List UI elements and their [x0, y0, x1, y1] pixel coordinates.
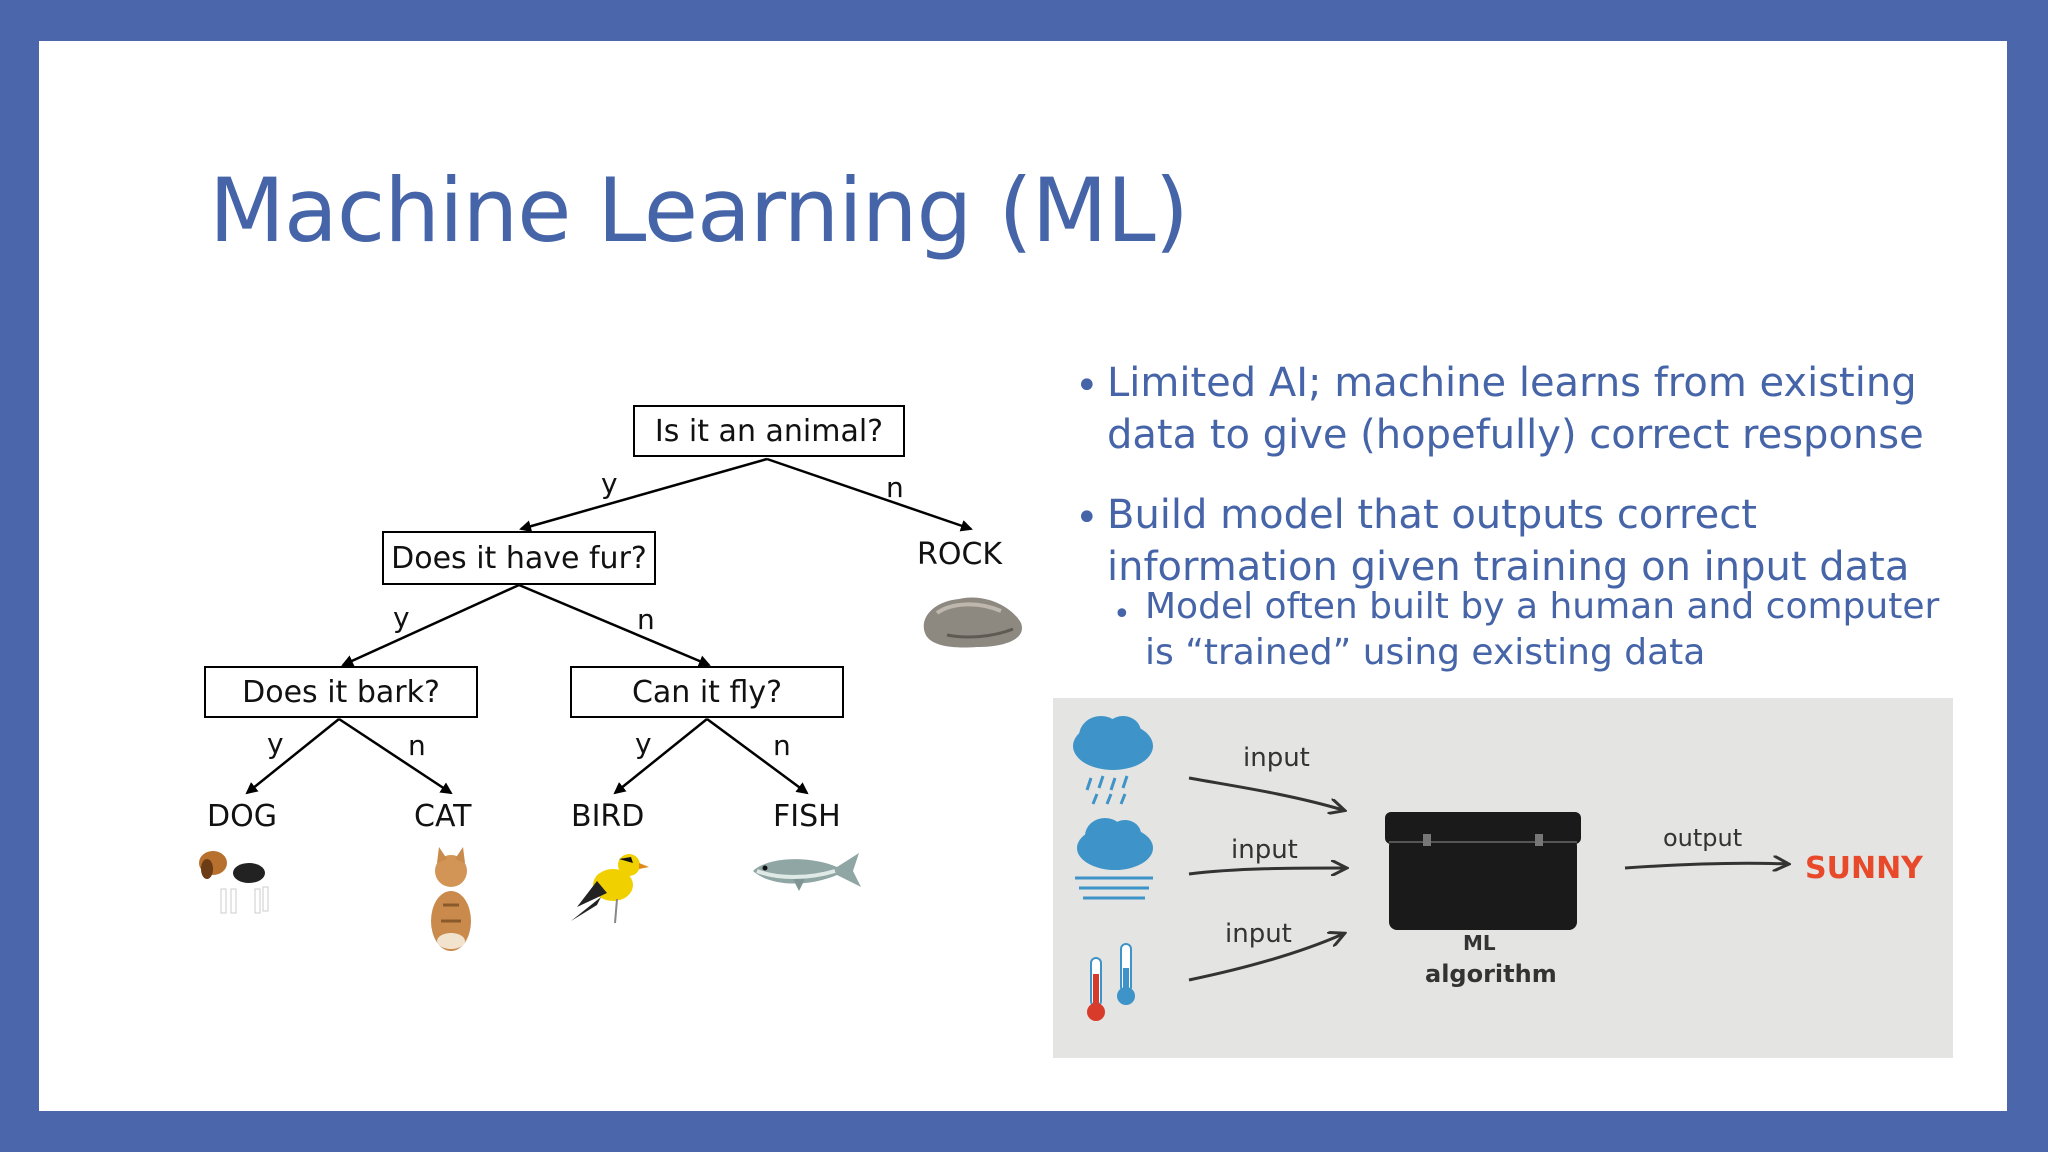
- node-can-it-fly: Can it fly?: [570, 666, 844, 718]
- slide-title: Machine Learning (ML): [209, 159, 1189, 262]
- result-sunny: SUNNY: [1805, 851, 1924, 886]
- black-box-icon: [1385, 812, 1581, 930]
- fish-image: [753, 853, 861, 891]
- bullet-1: Limited AI; machine learns from existing…: [1107, 357, 1924, 461]
- thermometer-icon: [1087, 943, 1135, 1021]
- bullet-2: Build model that outputs correct informa…: [1107, 489, 1909, 593]
- cat-image: [431, 847, 471, 951]
- ml-algorithm-label-ml: ML: [1463, 931, 1496, 955]
- dog-image: [199, 851, 281, 914]
- bird-image: [571, 854, 649, 924]
- edge-label-no: n: [637, 603, 655, 636]
- slide: Machine Learning (ML) Is it an animal? D…: [39, 41, 2007, 1111]
- bullet-2-line-2: information given training on input data: [1107, 544, 1910, 590]
- leaf-rock: ROCK: [917, 537, 1003, 572]
- input-label: input: [1231, 835, 1298, 865]
- bullet-dot: •: [1075, 363, 1099, 409]
- fog-cloud-icon: [1075, 818, 1153, 900]
- ml-illustration-svg: input input input output ML algorithm SU…: [1073, 716, 1924, 1021]
- leaf-dog: DOG: [207, 799, 277, 834]
- sub-bullet: Model often built by a human and compute…: [1145, 584, 1939, 676]
- bullet-2-line-1: Build model that outputs correct: [1107, 492, 1757, 538]
- edge-label-yes: y: [267, 727, 284, 760]
- edge-label-yes: y: [393, 601, 410, 634]
- leaf-fish: FISH: [773, 799, 841, 834]
- node-is-it-an-animal: Is it an animal?: [633, 405, 905, 457]
- edge-label-no: n: [886, 471, 904, 504]
- leaf-cat: CAT: [414, 799, 472, 834]
- ml-algorithm-label: algorithm: [1425, 960, 1557, 988]
- sub-bullet-line-1: Model often built by a human and compute…: [1145, 586, 1940, 627]
- edge-label-yes: y: [635, 727, 652, 760]
- output-label: output: [1663, 824, 1742, 852]
- edge-label-no: n: [773, 729, 791, 762]
- node-does-it-bark: Does it bark?: [204, 666, 478, 718]
- leaf-bird: BIRD: [571, 799, 645, 834]
- rock-image: [923, 597, 1022, 648]
- input-label: input: [1243, 743, 1310, 773]
- tree-edges: [245, 457, 973, 795]
- sub-bullet-line-2: is “trained” using existing data: [1145, 632, 1706, 673]
- rain-cloud-icon: [1073, 716, 1153, 805]
- bullet-1-line-1: Limited AI; machine learns from existing: [1107, 360, 1917, 406]
- node-does-it-have-fur: Does it have fur?: [382, 531, 656, 585]
- bullet-1-line-2: data to give (hopefully) correct respons…: [1107, 412, 1924, 458]
- ml-algorithm-illustration: input input input output ML algorithm SU…: [1053, 698, 1953, 1058]
- input-label: input: [1225, 919, 1292, 949]
- edge-label-no: n: [408, 729, 426, 762]
- decision-tree: Is it an animal? Does it have fur? Does …: [159, 353, 1059, 993]
- sub-bullet-dot: •: [1113, 597, 1131, 632]
- edge-label-yes: y: [601, 467, 618, 500]
- bullet-dot: •: [1075, 495, 1099, 541]
